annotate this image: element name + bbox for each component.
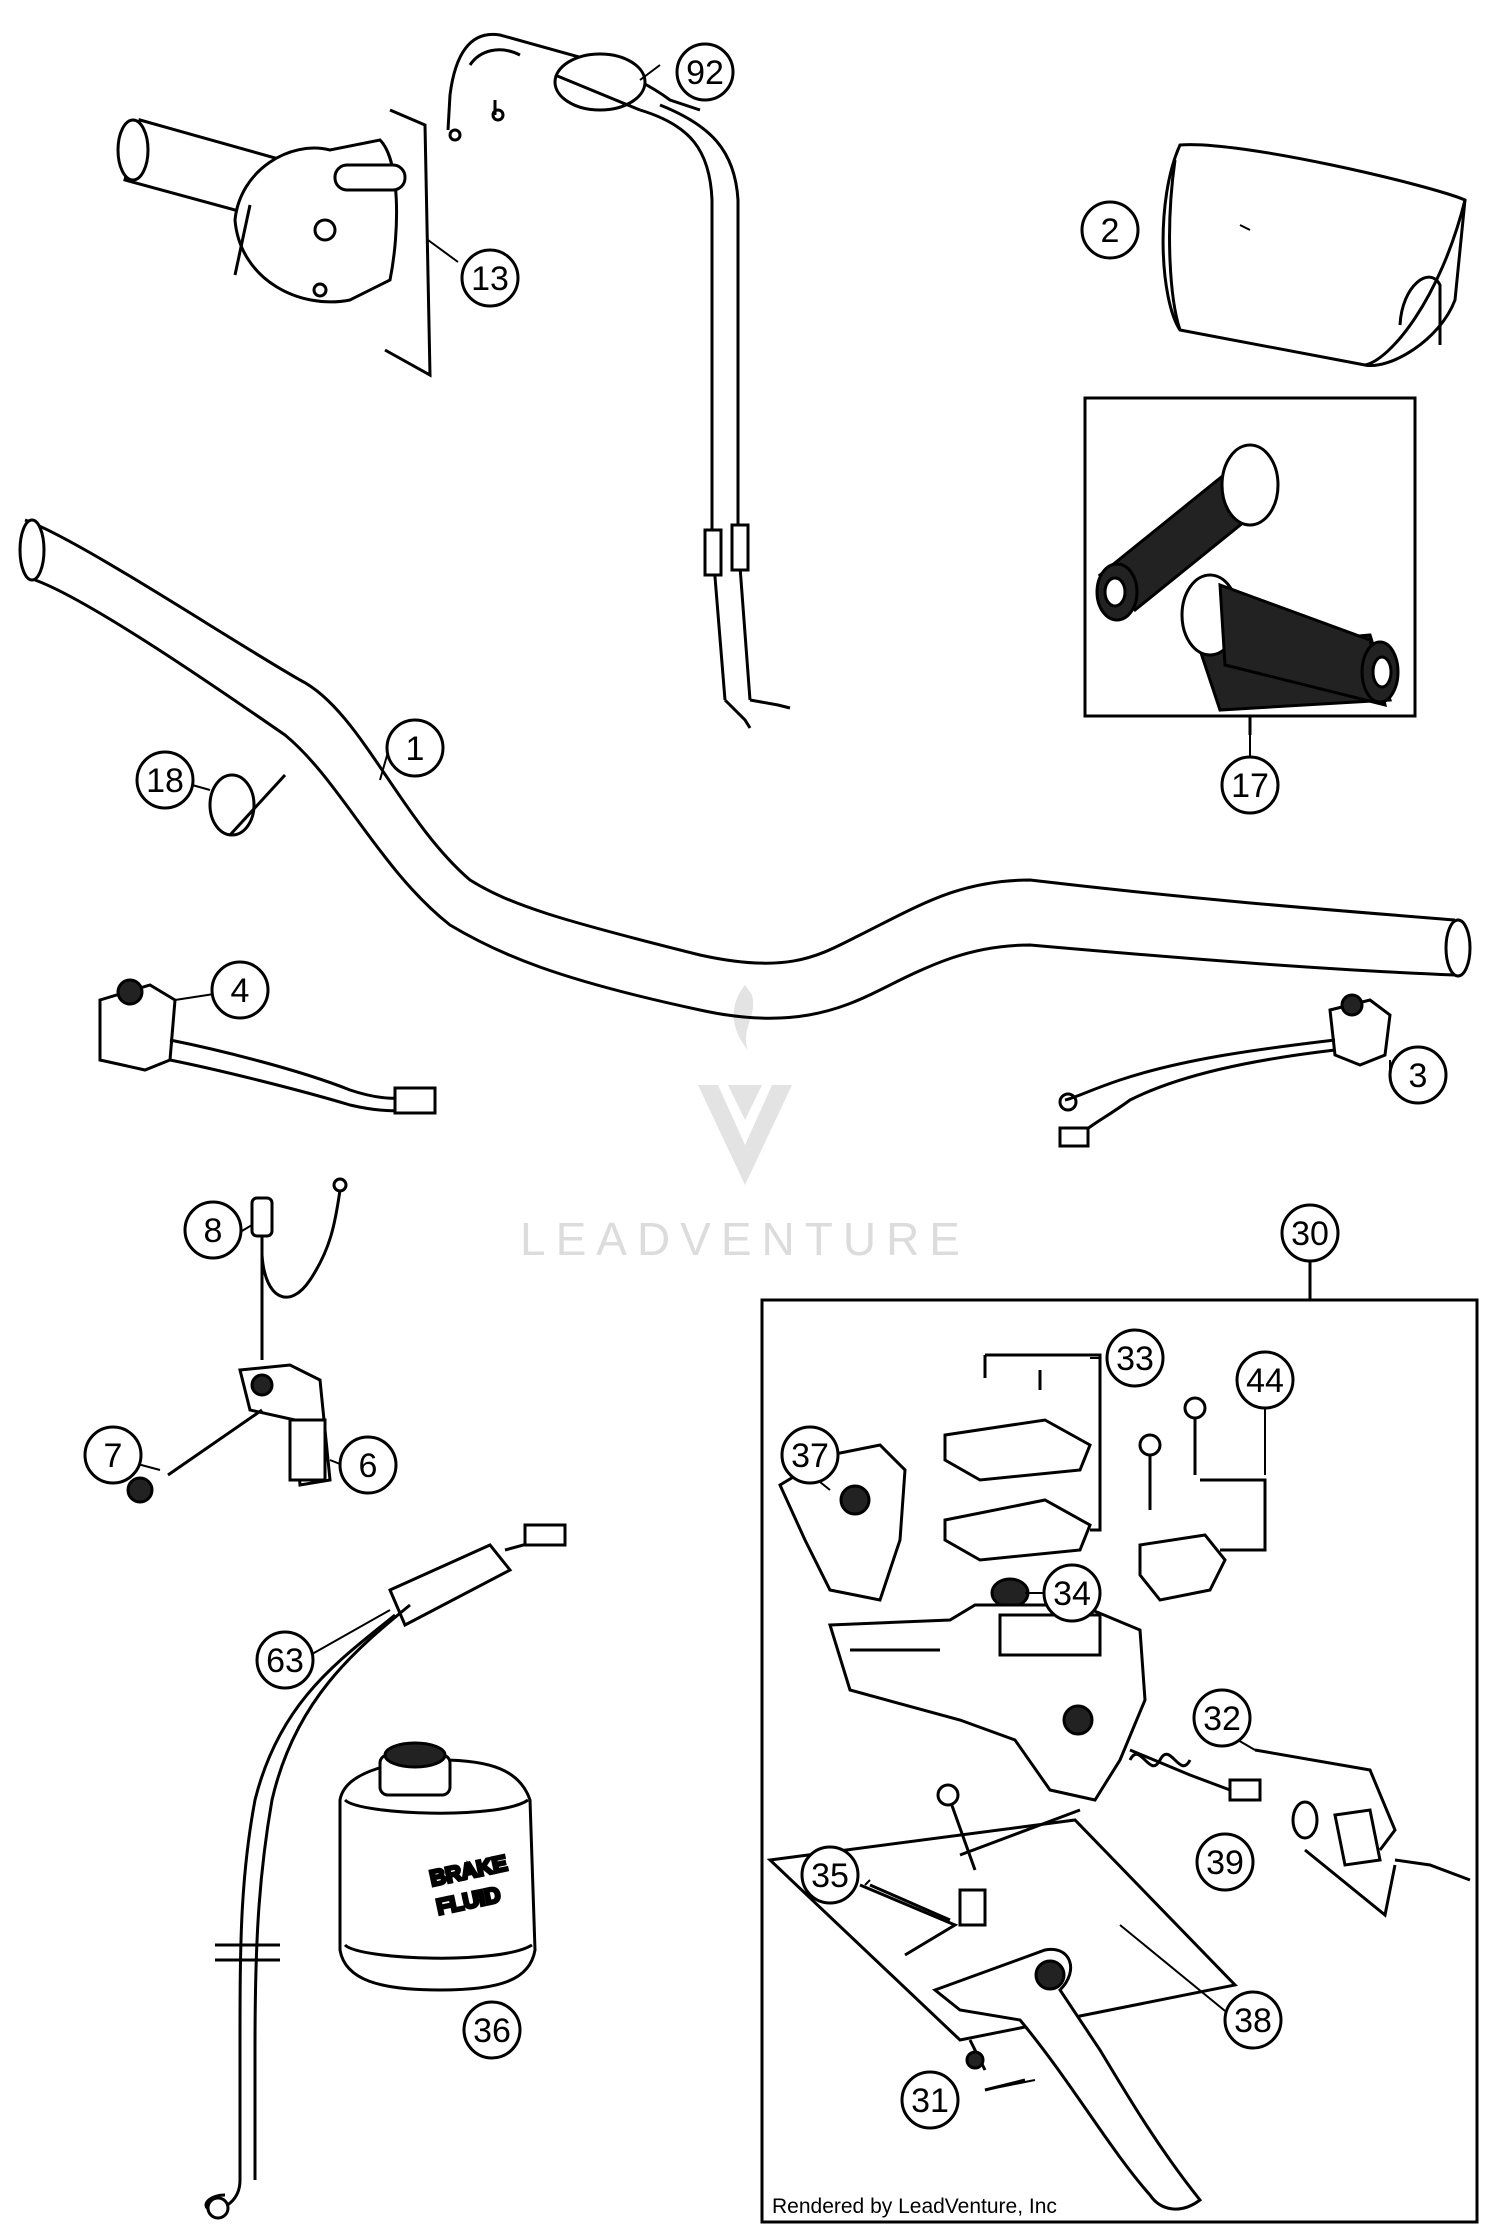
callout-38: 38 (1223, 1990, 1283, 2050)
part-1-handlebar (18, 518, 1472, 1020)
part-3-right-switch (1058, 993, 1392, 1148)
svg-text:6: 6 (359, 1447, 378, 1485)
callout-92: 92 (675, 42, 735, 102)
callout-39: 39 (1195, 1832, 1255, 1892)
part-92-throttle-cables (446, 32, 791, 729)
svg-text:32: 32 (1203, 1700, 1241, 1738)
svg-text:34: 34 (1053, 1575, 1091, 1613)
callout-30: 30 (1280, 1203, 1340, 1263)
svg-text:38: 38 (1234, 2002, 1272, 2040)
part-13-throttle-housing (116, 108, 432, 378)
watermark-text: LEADVENTURE (520, 1213, 970, 1265)
callout-63: 63 (255, 1630, 315, 1690)
svg-text:7: 7 (104, 1437, 123, 1475)
part-36-brake-fluid-bottle: BRAKE FLUID (338, 1741, 537, 1992)
svg-text:44: 44 (1246, 1362, 1284, 1400)
svg-text:13: 13 (471, 260, 509, 298)
part-2-bar-pad (1161, 143, 1467, 368)
callout-2: 2 (1080, 200, 1140, 260)
callout-44: 44 (1235, 1350, 1295, 1410)
watermark-logo-icon (698, 985, 792, 1185)
callout-34: 34 (1042, 1563, 1102, 1623)
callout-6: 6 (338, 1435, 398, 1495)
callout-18: 18 (135, 750, 195, 810)
callout-35: 35 (800, 1845, 860, 1905)
callouts: 13 92 2 17 1 18 4 3 8 6 7 63 36 30 33 44… (83, 42, 1448, 2130)
svg-text:63: 63 (266, 1642, 304, 1680)
part-17-grips (1083, 396, 1417, 735)
callout-8: 8 (183, 1200, 243, 1260)
svg-text:39: 39 (1206, 1844, 1244, 1882)
part-6-7-8-sensor (126, 1177, 348, 1504)
svg-text:2: 2 (1101, 212, 1120, 250)
watermark: LEADVENTURE (520, 985, 970, 1265)
svg-text:36: 36 (473, 2012, 511, 2050)
svg-text:4: 4 (231, 972, 250, 1010)
svg-text:92: 92 (686, 54, 724, 92)
svg-text:1: 1 (406, 730, 425, 768)
part-4-left-switch (98, 978, 437, 1115)
callout-3: 3 (1388, 1045, 1448, 1105)
svg-text:35: 35 (811, 1857, 849, 1895)
svg-text:31: 31 (911, 2082, 949, 2120)
part-18-cable-tie (208, 773, 287, 837)
callout-7: 7 (83, 1425, 143, 1485)
callout-13: 13 (460, 248, 520, 308)
credit-text: Rendered by LeadVenture, Inc (772, 2195, 1057, 2218)
part-30-master-cylinder-box (760, 1260, 1479, 2224)
svg-text:8: 8 (204, 1212, 223, 1250)
callout-31: 31 (900, 2070, 960, 2130)
callout-4: 4 (210, 960, 270, 1020)
callout-36: 36 (462, 2000, 522, 2060)
svg-text:18: 18 (146, 762, 184, 800)
svg-text:33: 33 (1116, 1340, 1154, 1378)
svg-text:37: 37 (791, 1437, 829, 1475)
svg-text:3: 3 (1409, 1057, 1428, 1095)
callout-32: 32 (1192, 1688, 1252, 1748)
part-63-brake-line (204, 1523, 567, 2220)
svg-text:30: 30 (1291, 1215, 1329, 1253)
svg-text:17: 17 (1231, 767, 1269, 805)
callout-17: 17 (1220, 755, 1280, 815)
callout-37: 37 (780, 1425, 840, 1485)
callout-33: 33 (1105, 1328, 1165, 1388)
callout-1: 1 (385, 718, 445, 778)
